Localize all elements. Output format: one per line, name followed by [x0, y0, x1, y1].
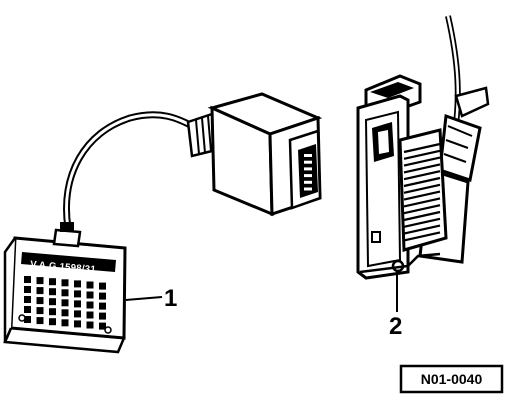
spring-coil — [403, 156, 441, 167]
callout-1: 1 — [125, 285, 177, 312]
callout-1-label: 1 — [164, 285, 177, 312]
socket — [99, 302, 106, 310]
contact-springs — [403, 142, 441, 242]
spring-coil — [403, 197, 441, 208]
spring-coil — [403, 149, 441, 160]
spring-coil — [403, 190, 441, 201]
socket — [49, 308, 56, 316]
spring-coil — [403, 163, 441, 174]
vehicle-connector — [356, 15, 490, 280]
adapter-pin — [304, 154, 312, 157]
spring-coil — [403, 224, 441, 235]
socket — [36, 277, 44, 285]
socket — [61, 309, 69, 317]
adapter-pin — [304, 160, 312, 164]
socket — [86, 281, 94, 289]
socket — [24, 276, 31, 283]
socket — [36, 317, 44, 325]
socket — [86, 301, 94, 309]
spring-coil — [403, 204, 441, 215]
socket — [24, 316, 31, 323]
reference-code-box: N01-0040 — [399, 364, 504, 394]
socket — [74, 280, 81, 288]
adapter-pin — [304, 187, 312, 191]
adapter-pin — [304, 180, 312, 184]
socket — [24, 296, 31, 303]
test-box: V.A.G 1598/31 — [3, 222, 127, 354]
socket — [24, 306, 31, 313]
reference-code: N01-0040 — [421, 371, 483, 387]
socket — [61, 279, 69, 287]
socket — [86, 311, 94, 319]
socket — [36, 307, 44, 315]
socket — [74, 320, 81, 328]
socket — [49, 318, 56, 326]
spring-coil — [403, 183, 441, 194]
socket — [99, 292, 106, 300]
callout-2: 2 — [389, 270, 402, 340]
socket — [99, 322, 106, 330]
socket — [61, 319, 69, 327]
socket — [74, 310, 81, 318]
adapter-pin — [304, 174, 312, 178]
socket — [49, 278, 56, 286]
socket — [49, 288, 56, 296]
socket — [36, 287, 44, 295]
socket-grid — [24, 276, 106, 330]
spring-coil — [403, 217, 441, 228]
spring-coil — [403, 170, 441, 181]
adapter-pins — [304, 154, 312, 191]
socket — [86, 321, 94, 329]
callout-2-label: 2 — [389, 313, 402, 340]
connection-cable — [63, 111, 200, 232]
adapter-pin — [304, 167, 312, 171]
socket — [36, 297, 44, 305]
spring-coil — [403, 210, 441, 222]
adapter-connector — [186, 92, 323, 217]
socket — [99, 282, 106, 290]
spring-coil — [403, 142, 441, 154]
socket — [74, 300, 81, 308]
socket — [74, 290, 81, 298]
socket — [61, 299, 69, 307]
socket — [24, 286, 31, 293]
socket — [49, 298, 56, 306]
socket — [61, 289, 69, 297]
socket — [86, 291, 94, 299]
socket — [99, 312, 106, 320]
spring-coil — [403, 231, 441, 242]
spring-coil — [403, 176, 441, 188]
